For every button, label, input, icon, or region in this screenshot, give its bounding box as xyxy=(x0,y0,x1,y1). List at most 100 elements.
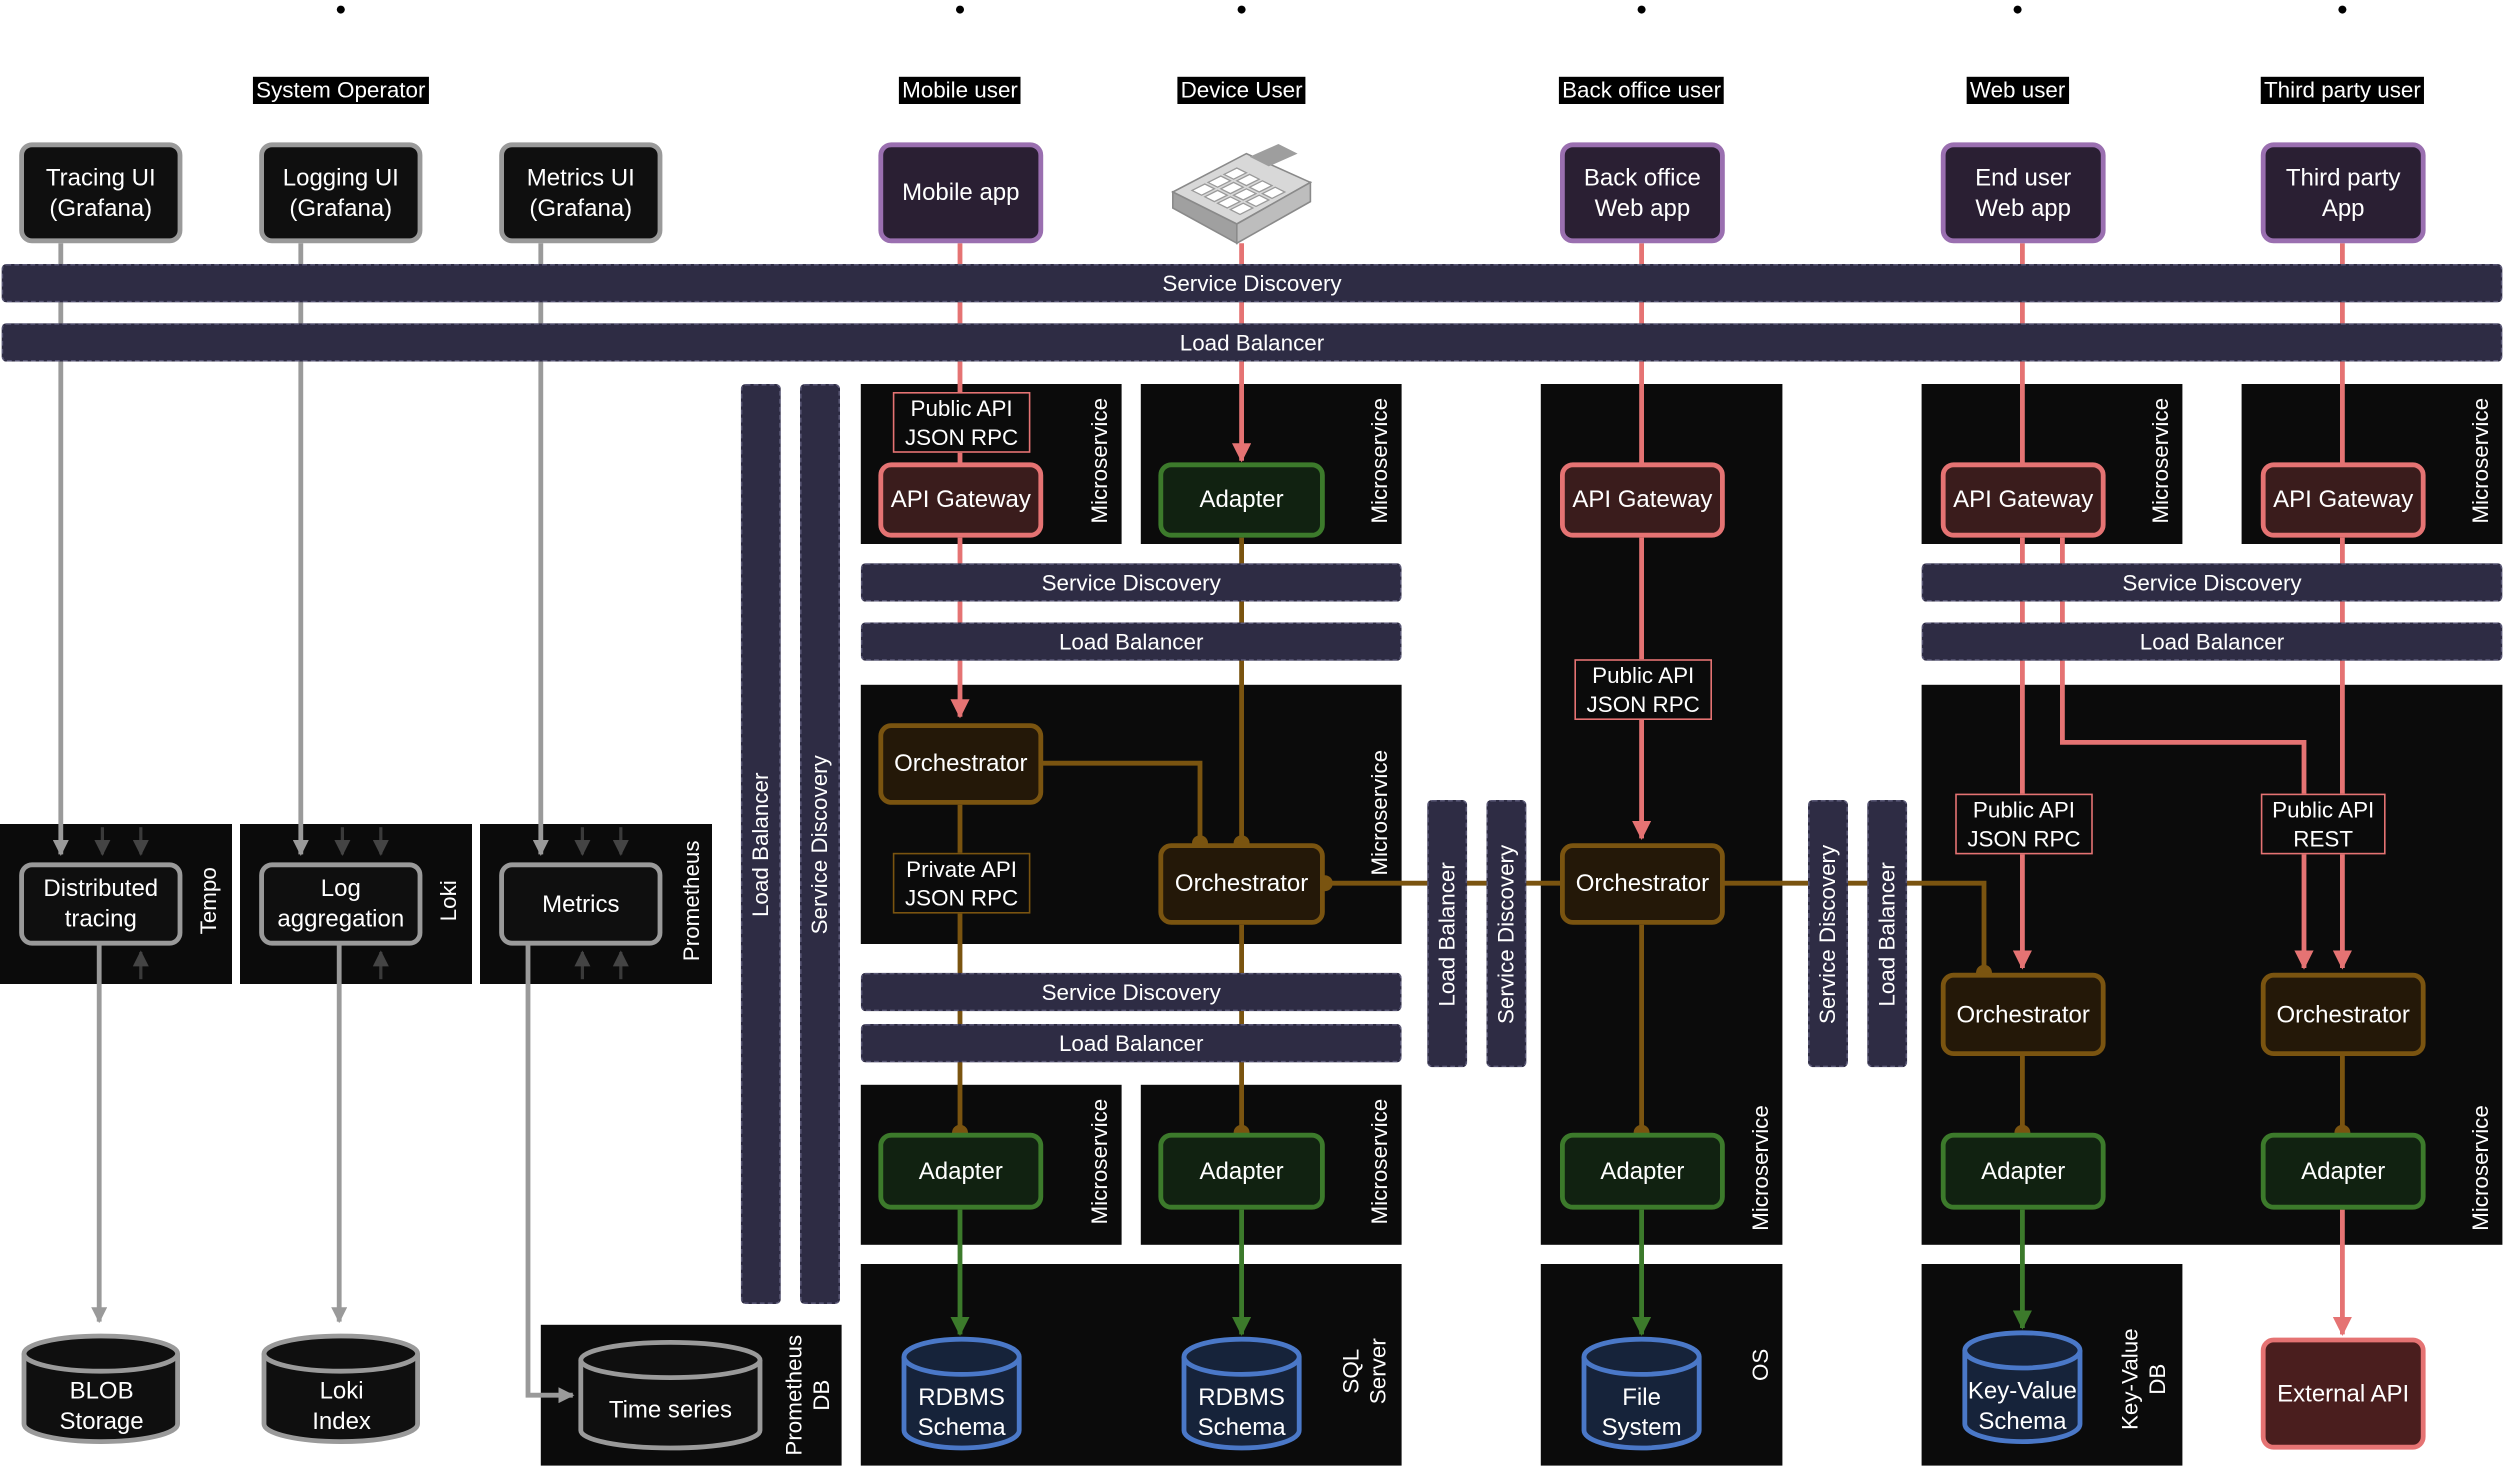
metrics: Metrics xyxy=(499,862,663,946)
time-series-label: Time series xyxy=(608,1396,732,1424)
vertical-service-discovery-mid: Service Discovery xyxy=(1486,800,1527,1068)
bar-label: Service Discovery xyxy=(1041,979,1221,1005)
adapter-third-party: Adapter xyxy=(2260,1132,2426,1210)
microservice-label: Microservice xyxy=(2467,1105,2493,1231)
actor-mobile-user: Mobile user xyxy=(898,76,1022,104)
metrics-ui: Metrics UI(Grafana) xyxy=(499,142,663,244)
adapter-b: Adapter xyxy=(1158,1132,1325,1210)
os-label: OS xyxy=(1747,1348,1773,1381)
microservice-label: Microservice xyxy=(2467,397,2493,524)
api-gateway-third-party: API Gateway xyxy=(2260,462,2426,538)
loki-label: Loki xyxy=(435,880,461,922)
bar-label: Load Balancer xyxy=(1434,861,1461,1006)
load-balancer-bar-3: Load Balancer xyxy=(1921,622,2503,661)
mobile-app: Mobile app xyxy=(878,142,1044,244)
microservice-label: Microservice xyxy=(1086,1098,1112,1225)
bar-label: Load Balancer xyxy=(1058,628,1204,655)
microservice-label: Microservice xyxy=(1086,397,1112,524)
microservice-label: Microservice xyxy=(1366,397,1392,524)
actor-dot xyxy=(956,5,964,14)
microservice-label: Microservice xyxy=(2147,397,2173,524)
bar-label: Service Discovery xyxy=(1041,569,1221,596)
load-balancer-bar-1: Load Balancer xyxy=(860,622,1402,661)
rdbms-cylinder-a xyxy=(901,1336,1022,1451)
rdbms-cylinder-b xyxy=(1181,1336,1302,1451)
actor-dot xyxy=(2013,5,2022,14)
bar-label: Service Discovery xyxy=(1493,843,1520,1024)
actor-dot xyxy=(1237,5,1246,14)
service-discovery-bar-2: Service Discovery xyxy=(860,972,1402,1012)
bar-label: Service Discovery xyxy=(1162,270,1342,296)
microservice-label: Microservice xyxy=(1366,749,1392,876)
adapter-back-office: Adapter xyxy=(1560,1132,1725,1210)
global-service-discovery-bar: Service Discovery xyxy=(1,264,2503,303)
vertical-service-discovery-right: Service Discovery xyxy=(1808,800,1848,1068)
file-system-cylinder xyxy=(1581,1336,1702,1451)
external-api: External API xyxy=(2260,1337,2426,1450)
device-keypad-icon xyxy=(1171,144,1313,245)
key-value-cylinder xyxy=(1962,1330,2083,1444)
vertical-service-discovery-left: Service Discovery xyxy=(800,384,840,1304)
orchestrator-web: Orchestrator xyxy=(1940,972,2106,1056)
bar-label: Service Discovery xyxy=(807,754,833,934)
api-gateway-back-office: API Gateway xyxy=(1560,462,1725,538)
time-series-cylinder xyxy=(578,1339,763,1451)
actor-dot xyxy=(1637,5,1646,14)
api-gateway-web: API Gateway xyxy=(1940,462,2106,538)
bar-label: Service Discovery xyxy=(1815,843,1841,1024)
bar-label: Load Balancer xyxy=(748,771,774,917)
orchestrator-back-office: Orchestrator xyxy=(1560,843,1725,925)
actor-web-user: Web user xyxy=(1966,76,2069,104)
vertical-load-balancer-left: Load Balancer xyxy=(740,384,781,1304)
loki-index-cylinder xyxy=(261,1333,421,1444)
actor-system-operator: System Operator xyxy=(252,76,429,104)
vertical-load-balancer-right: Load Balancer xyxy=(1867,800,1908,1068)
orchestrator-mobile: Orchestrator xyxy=(878,723,1044,805)
bar-label: Load Balancer xyxy=(2139,628,2285,655)
orchestrator-third-party: Orchestrator xyxy=(2260,972,2426,1056)
actor-back-office-user: Back office user xyxy=(1558,76,1725,104)
actor-third-party-user: Third party user xyxy=(2260,76,2425,104)
global-load-balancer-bar: Load Balancer xyxy=(1,323,2503,362)
load-balancer-bar-2: Load Balancer xyxy=(860,1024,1402,1063)
microservice-label: Microservice xyxy=(1366,1098,1392,1225)
bar-label: Load Balancer xyxy=(1058,1030,1204,1056)
vertical-load-balancer-mid: Load Balancer xyxy=(1427,800,1468,1068)
tracing-ui: Tracing UI(Grafana) xyxy=(19,142,183,244)
actor-device-user: Device User xyxy=(1177,76,1306,104)
bar-label: Service Discovery xyxy=(2122,569,2302,596)
tempo-label: Tempo xyxy=(195,867,221,935)
service-discovery-bar-1: Service Discovery xyxy=(860,563,1402,602)
api-gateway-mobile: API Gateway xyxy=(878,462,1044,538)
orchestrator-central: Orchestrator xyxy=(1158,843,1325,925)
logging-ui: Logging UI(Grafana) xyxy=(259,142,423,244)
prometheus-label: Prometheus xyxy=(678,840,704,962)
bar-label: Load Balancer xyxy=(1874,861,1901,1006)
service-discovery-bar-3: Service Discovery xyxy=(1921,563,2503,602)
actor-dot xyxy=(2338,5,2347,14)
actor-dot xyxy=(336,5,345,14)
adapter-device: Adapter xyxy=(1158,462,1325,538)
adapter-a: Adapter xyxy=(878,1132,1044,1210)
microservice-label: Microservice xyxy=(1747,1105,1773,1231)
